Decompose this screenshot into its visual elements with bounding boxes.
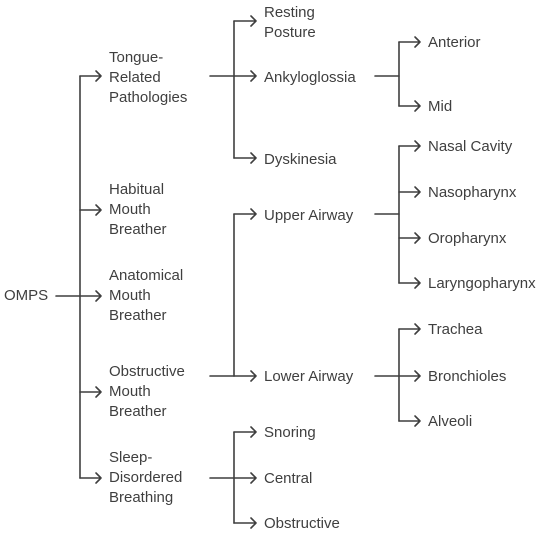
node-oropharynx: Oropharynx <box>428 230 507 247</box>
sleep-connector-arrow-0 <box>233 426 257 438</box>
node-laryngopharynx: Laryngopharynx <box>428 275 536 292</box>
lower-airway-connector-arrow-0 <box>398 323 421 335</box>
upper-airway-connector-arrow-2 <box>398 232 421 244</box>
tongue-connector-arrow-2 <box>233 152 257 164</box>
node-upper-airway: Upper Airway <box>264 207 354 224</box>
ankyloglossia-connector-arrow-0 <box>398 36 421 48</box>
node-obstructive-mouth-breather: Obstructive Mouth Breather <box>109 363 189 420</box>
tongue-connector-arrow-1 <box>233 70 257 82</box>
node-habitual-mouth-breather: Habitual Mouth Breather <box>109 181 168 238</box>
node-ankyloglossia: Ankyloglossia <box>264 69 356 86</box>
upper-airway-connector-arrow-0 <box>398 140 421 152</box>
sleep-connector-arrow-2 <box>233 517 257 529</box>
upper-airway-connector-arrow-1 <box>398 186 421 198</box>
node-resting-posture: Resting Posture <box>264 4 319 41</box>
ankyloglossia-connector-arrow-1 <box>398 100 421 112</box>
root-label: OMPS <box>4 287 48 304</box>
node-dyskinesia: Dyskinesia <box>264 151 337 168</box>
node-central: Central <box>264 470 312 487</box>
root-connector-arrow-1 <box>79 204 102 216</box>
lower-airway-connector-arrow-1 <box>398 370 421 382</box>
lower-airway-connector-arrow-2 <box>398 415 421 427</box>
node-mid: Mid <box>428 98 452 115</box>
node-snoring: Snoring <box>264 424 316 441</box>
node-sleep-disordered-breathing: Sleep- Disordered Breathing <box>109 449 187 506</box>
tree-connectors <box>55 15 421 529</box>
root-connector-arrow-0 <box>79 70 102 82</box>
node-anterior: Anterior <box>428 34 481 51</box>
node-tongue-related-pathologies: Tongue- Related Pathologies <box>109 49 187 106</box>
node-nasopharynx: Nasopharynx <box>428 184 517 201</box>
node-trachea: Trachea <box>428 321 483 338</box>
node-anatomical-mouth-breather: Anatomical Mouth Breather <box>109 267 187 324</box>
node-obstructive: Obstructive <box>264 515 340 532</box>
root-connector-arrow-2 <box>79 290 102 302</box>
root-connector-arrow-4 <box>79 472 102 484</box>
node-lower-airway: Lower Airway <box>264 368 354 385</box>
obstructive-connector-arrow-0 <box>233 208 257 220</box>
sleep-connector-arrow-1 <box>233 472 257 484</box>
node-bronchioles: Bronchioles <box>428 368 506 385</box>
obstructive-connector-arrow-1 <box>233 370 257 382</box>
upper-airway-connector-arrow-3 <box>398 277 421 289</box>
root-connector-arrow-3 <box>79 386 102 398</box>
node-nasal-cavity: Nasal Cavity <box>428 138 513 155</box>
node-alveoli: Alveoli <box>428 413 472 430</box>
tongue-connector-arrow-0 <box>233 15 257 27</box>
